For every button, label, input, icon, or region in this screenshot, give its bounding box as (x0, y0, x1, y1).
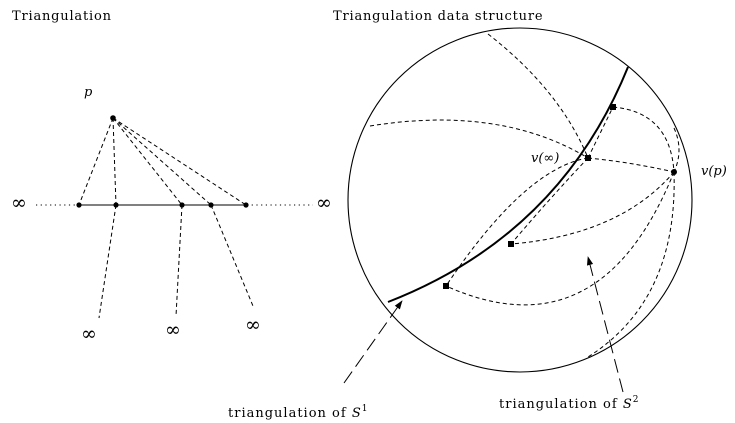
edge-v4-inf (210, 204, 254, 307)
vertex-p (110, 115, 116, 121)
edges-from-p (78, 117, 247, 206)
vertex (179, 202, 185, 208)
caption-s2-prefix: triangulation of (499, 397, 623, 412)
caption-s2-symbol: S (623, 397, 633, 412)
caption-s1-superscript: 1 (362, 404, 369, 414)
arc-left-to-vinf (369, 119, 589, 159)
dashed-arcs (369, 33, 680, 358)
edge-v2-inf (98, 204, 117, 319)
vertex (208, 202, 214, 208)
infinity-right: ∞ (316, 192, 332, 214)
arc-vp-to-lower (445, 171, 675, 306)
vertex-v-p (671, 169, 677, 175)
vertex-v-infinity (585, 155, 591, 161)
infinity-left: ∞ (11, 192, 27, 214)
vertex (76, 202, 82, 208)
arc-upper-to-vp (612, 106, 675, 173)
arc-vinf-to-mid (510, 157, 589, 245)
v-infinity-label: v(∞) (531, 151, 559, 166)
caption-s1-symbol: S (352, 406, 362, 421)
arc-vinf-to-lower (445, 157, 589, 287)
arc-vp-to-mid (510, 171, 675, 245)
edge-p-v3 (112, 117, 183, 206)
arrow-s1 (343, 300, 403, 384)
edge-p-v4 (112, 117, 212, 206)
arc-top-to-vinf (487, 33, 589, 159)
caption-s2: triangulation of S2 (499, 395, 639, 412)
vertex (113, 202, 119, 208)
vertex (508, 241, 514, 247)
v-p-label: v(p) (701, 164, 727, 179)
s1-curve (387, 66, 629, 303)
arc-vinf-to-vp (587, 157, 675, 173)
edges-to-infinity (98, 204, 254, 319)
arc-vp-to-bottom (587, 171, 675, 358)
vertex (443, 283, 449, 289)
sphere-outline (347, 27, 693, 373)
vertex (610, 104, 616, 110)
left-vertices (76, 115, 249, 208)
arrow-s2 (586, 256, 624, 393)
point-p-label: p (84, 85, 93, 100)
infinity-bottom-2: ∞ (165, 319, 181, 341)
caption-s1-prefix: triangulation of (228, 406, 352, 421)
vertex (243, 202, 249, 208)
infinity-bottom-3: ∞ (245, 314, 261, 336)
edge-p-v1 (78, 117, 114, 206)
right-vertices (443, 104, 677, 289)
edge-p-v5 (112, 117, 247, 206)
caption-s2-superscript: 2 (633, 395, 640, 405)
arc-rim-to-vp (673, 127, 680, 173)
right-title: Triangulation data structure (333, 9, 543, 24)
left-title: Triangulation (12, 9, 112, 24)
edge-v3-inf (175, 204, 183, 317)
edge-p-v2 (112, 117, 117, 206)
arc-vinf-to-upper (587, 106, 614, 159)
infinity-bottom-1: ∞ (81, 323, 97, 345)
caption-s1: triangulation of S1 (228, 404, 368, 421)
